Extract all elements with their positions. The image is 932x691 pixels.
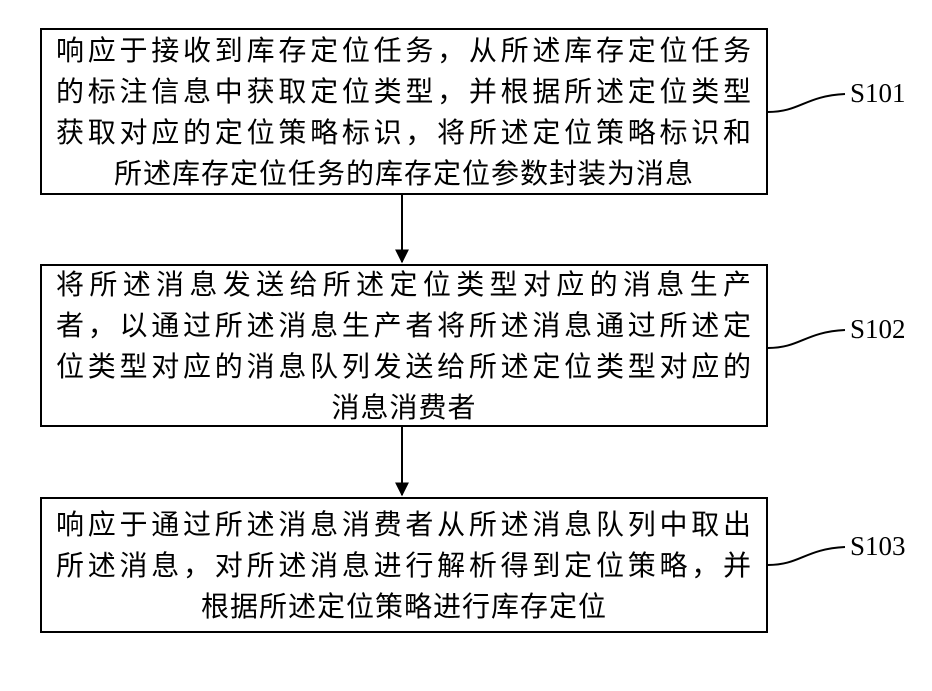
- step-s101-line-2: 的标注信息中获取定位类型，并根据所述定位类型: [56, 71, 752, 112]
- leader-curve-s102: [768, 330, 845, 348]
- step-box-s103: 响应于通过所述消息消费者从所述消息队列中取出 所述消息，对所述消息进行解析得到定…: [40, 497, 768, 633]
- step-s101-line-4: 所述库存定位任务的库存定位参数封装为消息: [56, 153, 752, 194]
- step-s102-line-1: 将所述消息发送给所述定位类型对应的消息生产: [56, 264, 752, 305]
- step-label-s103: S103: [850, 531, 906, 561]
- step-s103-line-3: 根据所述定位策略进行库存定位: [56, 586, 752, 627]
- step-s102-line-3: 位类型对应的消息队列发送给所述定位类型对应的: [56, 346, 752, 387]
- leader-curve-s103: [768, 547, 845, 565]
- step-label-s101: S101: [850, 78, 906, 108]
- leader-curve-s101: [768, 94, 845, 112]
- step-box-s101: 响应于接收到库存定位任务，从所述库存定位任务 的标注信息中获取定位类型，并根据所…: [40, 28, 768, 195]
- step-s102-line-4: 消息消费者: [56, 387, 752, 428]
- step-s102-line-2: 者，以通过所述消息生产者将所述消息通过所述定: [56, 305, 752, 346]
- step-s101-line-3: 获取对应的定位策略标识，将所述定位策略标识和: [56, 112, 752, 153]
- step-s103-line-2: 所述消息，对所述消息进行解析得到定位策略，并: [56, 545, 752, 586]
- step-s101-line-1: 响应于接收到库存定位任务，从所述库存定位任务: [56, 30, 752, 71]
- step-s103-line-1: 响应于通过所述消息消费者从所述消息队列中取出: [56, 504, 752, 545]
- step-label-s102: S102: [850, 314, 906, 344]
- step-box-s102: 将所述消息发送给所述定位类型对应的消息生产 者，以通过所述消息生产者将所述消息通…: [40, 264, 768, 427]
